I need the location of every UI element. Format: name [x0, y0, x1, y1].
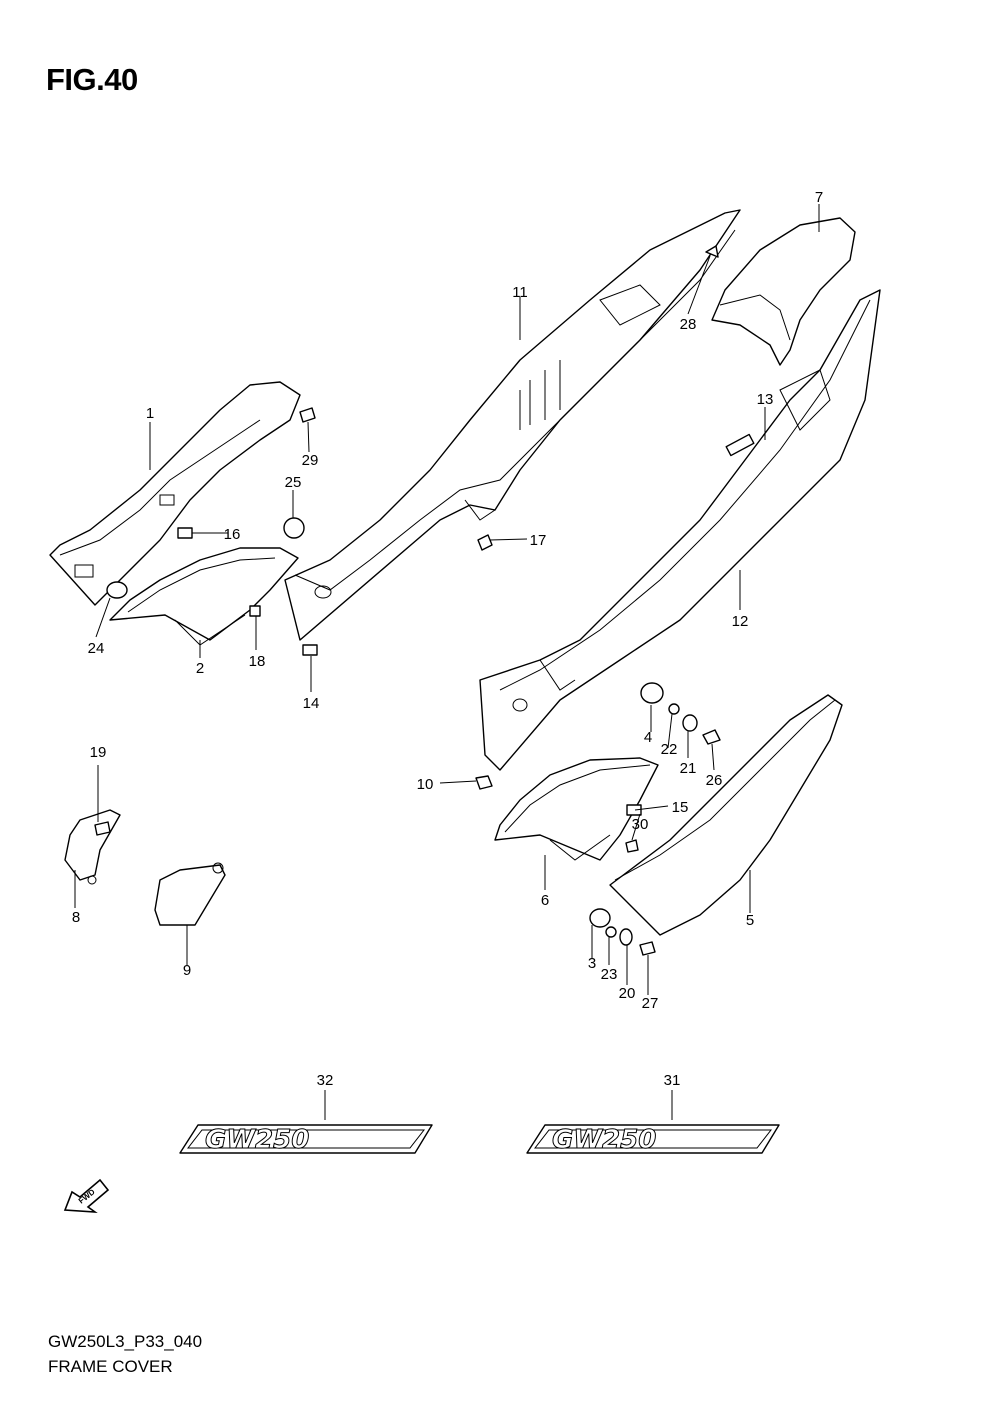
callout-1: 1: [146, 405, 154, 422]
callout-2: 2: [196, 660, 204, 677]
part-9-small-bracket: [154, 862, 226, 926]
callout-23: 23: [601, 966, 618, 983]
callout-31: 31: [664, 1072, 681, 1089]
part-1-side-cover-left: [49, 381, 301, 606]
callout-18: 18: [249, 653, 266, 670]
decal-32-text: GW250: [205, 1125, 309, 1155]
part-31-decal: GW250: [526, 1124, 780, 1156]
figure-code: GW250L3_P33_040: [48, 1332, 203, 1351]
part-5-side-cover-right: [609, 694, 843, 936]
callout-8: 8: [72, 909, 80, 926]
hardware-grommets: [94, 245, 755, 956]
callout-21: 21: [680, 760, 697, 777]
callout-26: 26: [706, 772, 723, 789]
callout-13: 13: [757, 391, 774, 408]
callout-19: 19: [90, 744, 107, 761]
part-7-rear-cover: [711, 217, 856, 366]
part-8-small-bracket: [64, 809, 121, 885]
figure-title: FIG.40: [46, 62, 138, 97]
forward-arrow-icon: FWD: [63, 1178, 110, 1213]
callout-11: 11: [512, 284, 528, 301]
callout-25: 25: [285, 474, 302, 491]
callout-15: 15: [672, 799, 689, 816]
part-11-frame-cover-left: [284, 209, 741, 641]
part-32-decal: GW250: [179, 1124, 433, 1156]
callout-32: 32: [317, 1072, 334, 1089]
part-12-frame-cover-right: [479, 289, 881, 771]
callout-12: 12: [732, 613, 749, 630]
callout-22: 22: [661, 741, 678, 758]
callout-28: 28: [680, 316, 697, 333]
callout-9: 9: [183, 962, 191, 979]
callout-30: 30: [632, 816, 649, 833]
part-6-bracket-right: [494, 757, 659, 861]
callout-7: 7: [815, 189, 823, 206]
part-2-bracket-left: [109, 547, 299, 646]
callout-4: 4: [644, 729, 652, 746]
callout-24: 24: [88, 640, 105, 657]
callout-5: 5: [746, 912, 754, 929]
callout-27: 27: [642, 995, 659, 1012]
callout-20: 20: [619, 985, 636, 1002]
callout-29: 29: [302, 452, 319, 469]
callout-10: 10: [417, 776, 434, 793]
figure-name: FRAME COVER: [48, 1357, 173, 1376]
callout-14: 14: [303, 695, 320, 712]
callout-17: 17: [530, 532, 547, 549]
decal-31-text: GW250: [552, 1125, 656, 1155]
callout-16: 16: [224, 526, 241, 543]
leader-lines: [74, 204, 820, 1120]
callout-6: 6: [541, 892, 549, 909]
callout-3: 3: [588, 955, 596, 972]
